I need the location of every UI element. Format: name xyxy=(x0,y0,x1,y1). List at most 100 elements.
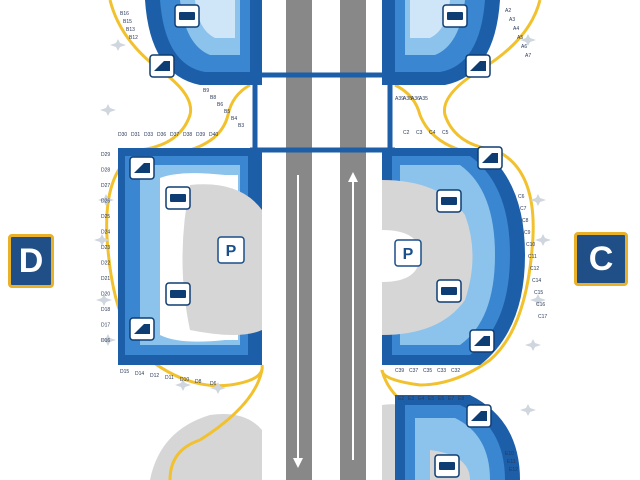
parking-sign-c: P xyxy=(394,239,422,267)
gate-label: D17 xyxy=(101,323,110,329)
shuttle-bus-icon xyxy=(165,282,191,306)
parking-symbol: P xyxy=(403,246,414,263)
gate-label: E10 xyxy=(505,451,514,457)
gate-label: D38 xyxy=(183,132,192,138)
gate-label: D20 xyxy=(101,292,110,298)
gate-label: C3 xyxy=(416,130,423,136)
gate-label: A3 xyxy=(509,17,515,23)
gate-label: A36 xyxy=(411,96,420,102)
gate-label: A39 xyxy=(395,96,404,102)
gate-label: D11 xyxy=(165,375,174,381)
gate-label: C37 xyxy=(409,368,418,374)
gate-label: B3 xyxy=(238,123,244,129)
gate-label: E3 xyxy=(408,396,414,402)
terminal-connectors xyxy=(250,72,395,153)
airplane-icon xyxy=(530,294,546,306)
garage-lower-left xyxy=(150,414,262,480)
terminal-d-badge[interactable]: D xyxy=(8,234,54,288)
skylink-train-icon xyxy=(129,317,155,341)
gate-label: A35 xyxy=(419,96,428,102)
transit-icons xyxy=(129,4,503,478)
gate-label: C7 xyxy=(520,206,527,212)
gate-label: D18 xyxy=(101,307,110,313)
gate-label: D10 xyxy=(180,377,189,383)
shuttle-bus-icon xyxy=(174,4,200,28)
shuttle-bus-icon xyxy=(434,454,460,478)
gate-label: C14 xyxy=(532,278,541,284)
skylink-train-icon xyxy=(149,54,175,78)
gate-label: D40 xyxy=(209,132,218,138)
gate-label: D39 xyxy=(196,132,205,138)
airplane-icon xyxy=(520,404,536,416)
gate-label: D12 xyxy=(150,373,159,379)
gate-label: D30 xyxy=(118,132,127,138)
airplane-icon xyxy=(110,39,126,51)
gate-label: D31 xyxy=(131,132,140,138)
airplane-icon xyxy=(520,34,536,46)
parking-symbol: P xyxy=(226,243,237,260)
gate-label: A5 xyxy=(517,35,523,41)
airplane-icon xyxy=(175,379,191,391)
gate-label: E6 xyxy=(438,396,444,402)
parking-sign-d: P xyxy=(217,236,245,264)
gate-label: B16 xyxy=(120,11,129,17)
shuttle-bus-icon xyxy=(436,189,462,213)
airplane-icon xyxy=(530,194,546,206)
skylink-train-icon xyxy=(466,404,492,428)
gate-label: E4 xyxy=(418,396,424,402)
gate-label: B6 xyxy=(217,102,223,108)
gate-label: E8 xyxy=(458,396,464,402)
gate-label: D14 xyxy=(135,371,144,377)
central-highway xyxy=(286,0,366,480)
airplane-icon xyxy=(100,104,116,116)
gate-label: C39 xyxy=(395,368,404,374)
shuttle-bus-icon xyxy=(165,186,191,210)
gate-label: C8 xyxy=(522,218,529,224)
skylink-train-icon xyxy=(477,146,503,170)
gate-label: B12 xyxy=(129,35,138,41)
gate-label: C2 xyxy=(403,130,410,136)
gate-label: D16 xyxy=(101,338,110,344)
gate-label: D22 xyxy=(101,261,110,267)
skylink-train-icon xyxy=(469,329,495,353)
gate-label: D27 xyxy=(101,183,110,189)
gate-label: D6 xyxy=(210,381,217,387)
gate-label: B9 xyxy=(203,88,209,94)
gate-label: C15 xyxy=(534,290,543,296)
gate-label: A7 xyxy=(525,53,531,59)
skylink-train-icon xyxy=(129,156,155,180)
gate-label: D15 xyxy=(120,369,129,375)
gate-label: C6 xyxy=(518,194,525,200)
gate-label: C35 xyxy=(423,368,432,374)
airplane-icon xyxy=(94,234,110,246)
gate-label: D26 xyxy=(101,199,110,205)
gate-label: C11 xyxy=(528,254,537,260)
gate-label: C17 xyxy=(538,314,547,320)
shuttle-bus-icon xyxy=(436,279,462,303)
gate-label: B4 xyxy=(231,116,237,122)
aircraft-markers xyxy=(94,34,551,416)
gate-label: B8 xyxy=(210,95,216,101)
skylink-train-icon xyxy=(465,54,491,78)
gate-label: D28 xyxy=(101,168,110,174)
gate-label: D33 xyxy=(144,132,153,138)
gate-label: D21 xyxy=(101,276,110,282)
terminal-c-badge[interactable]: C xyxy=(574,232,628,286)
airplane-icon xyxy=(525,339,541,351)
gate-label: C16 xyxy=(536,302,545,308)
gate-label: C9 xyxy=(524,230,531,236)
airplane-icon xyxy=(210,382,226,394)
gate-label: A38 xyxy=(403,96,412,102)
gate-label: E5 xyxy=(428,396,434,402)
gate-label: C5 xyxy=(442,130,449,136)
gate-label: C32 xyxy=(451,368,460,374)
gate-label: A2 xyxy=(505,8,511,14)
airplane-icon xyxy=(535,234,551,246)
gate-label: B13 xyxy=(126,27,135,33)
gate-label: D8 xyxy=(195,379,202,385)
airplane-icon xyxy=(98,194,114,206)
gate-label: D37 xyxy=(170,132,179,138)
